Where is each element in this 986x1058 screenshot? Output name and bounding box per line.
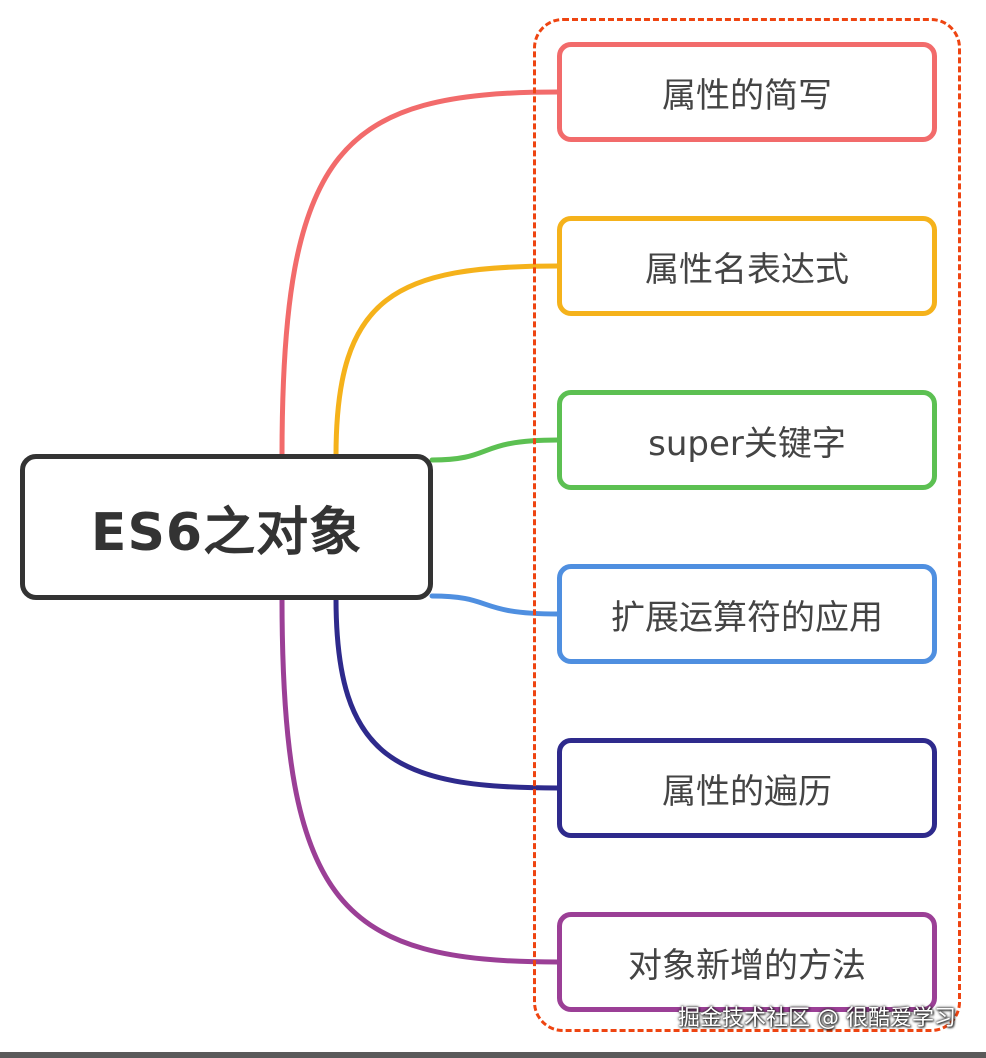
watermark: 掘金技术社区 @ 很酷爱学习 xyxy=(678,1006,956,1031)
branch-connector-computed-name xyxy=(333,263,561,459)
child-node-label: 扩展运算符的应用 xyxy=(611,597,883,638)
branch-connector-super xyxy=(429,437,561,463)
root-node-es6-object[interactable]: ES6之对象 xyxy=(20,454,433,600)
child-node-new-object-methods[interactable]: 对象新增的方法 xyxy=(557,912,937,1012)
child-node-computed-property-name[interactable]: 属性名表达式 xyxy=(557,216,937,316)
bottom-divider xyxy=(0,1052,986,1058)
branch-connector-traversal xyxy=(333,595,561,791)
branch-connector-methods xyxy=(279,595,561,965)
child-node-label: super关键字 xyxy=(648,423,846,464)
child-node-property-traversal[interactable]: 属性的遍历 xyxy=(557,738,937,838)
branch-connector-spread xyxy=(429,593,561,617)
root-node-label: ES6之对象 xyxy=(90,502,363,563)
child-node-label: 对象新增的方法 xyxy=(628,945,866,986)
child-node-super-keyword[interactable]: super关键字 xyxy=(557,390,937,490)
branch-connector-shorthand xyxy=(279,89,561,459)
child-node-spread-operator[interactable]: 扩展运算符的应用 xyxy=(557,564,937,664)
child-node-label: 属性的简写 xyxy=(662,75,832,116)
children-group-frame xyxy=(533,18,961,1032)
child-node-property-shorthand[interactable]: 属性的简写 xyxy=(557,42,937,142)
child-node-label: 属性的遍历 xyxy=(662,771,832,812)
child-node-label: 属性名表达式 xyxy=(645,249,849,290)
